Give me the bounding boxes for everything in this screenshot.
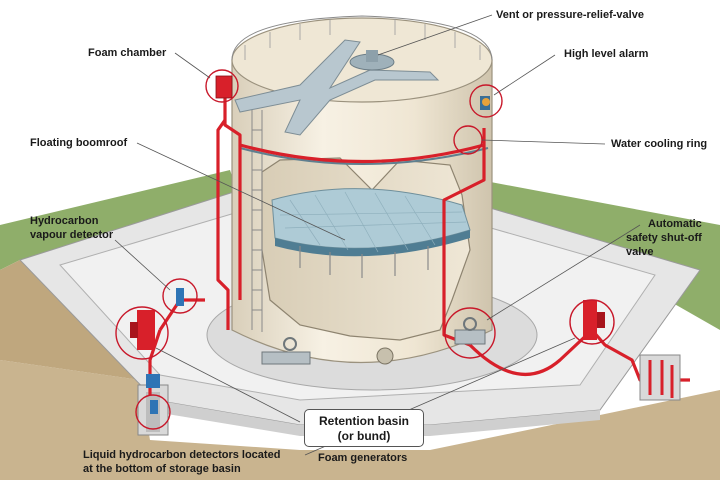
label-retention-line1: Retention basin [318, 414, 409, 428]
label-auto-shutoff-line3: valve [626, 246, 654, 258]
foam-generator-right [583, 300, 605, 340]
liquid-detector-unit [146, 374, 160, 414]
outlet-pipe-left [261, 337, 311, 365]
callout-high-level-alarm [469, 84, 503, 118]
label-auto-shutoff-line2: safety shut-off [626, 232, 702, 244]
cooling-ring-pipe [239, 147, 489, 165]
top-handrail [231, 15, 493, 61]
label-foam-generators: Foam generators [318, 452, 408, 464]
callout-foam-generator-right [569, 299, 615, 345]
roof-walkway [234, 39, 440, 136]
label-vent-valve: Vent or pressure-relief-valve [496, 9, 644, 21]
handrail-posts [244, 19, 481, 60]
callout-liquid-detector [135, 394, 171, 430]
label-high-level-alarm: High level alarm [564, 48, 649, 60]
soil-left [0, 260, 140, 380]
shutoff-valve [454, 317, 486, 345]
callout-foam-generator-left [115, 306, 169, 360]
vent-stack [366, 50, 378, 62]
callout-vapour-detector [162, 278, 198, 314]
label-hc-vapour-detector-line1: Hydrocarbon [30, 215, 99, 227]
foam-chamber-unit [215, 75, 233, 99]
label-foam-chamber: Foam chamber [88, 47, 167, 59]
callout-circles [115, 69, 615, 430]
roof-legs [299, 246, 429, 278]
bund-wall-front [155, 400, 600, 436]
label-retention-line2: (or bund) [337, 429, 391, 443]
high-level-alarm-unit [480, 96, 490, 110]
callout-shutoff-valve [444, 307, 496, 359]
manhole [376, 347, 394, 365]
external-pipework [639, 354, 681, 401]
grass-left [0, 170, 240, 270]
hc-vapour-detector-unit [176, 288, 184, 306]
roof-grid [279, 191, 467, 253]
retention-basin-box: Retention basin (or bund) [304, 409, 424, 447]
foam-generator-left [130, 310, 155, 350]
floating-roof-rim [275, 230, 470, 257]
label-liquid-detectors-line2: at the bottom of storage basin [83, 463, 241, 475]
callout-foam-chamber [205, 69, 239, 103]
label-auto-shutoff-line1: Automatic [648, 218, 702, 230]
label-liquid-detectors-line1: Liquid hydrocarbon detectors located [83, 449, 281, 461]
leader-lines [114, 14, 641, 456]
label-floating-roof: Floating boomroof [30, 137, 128, 149]
label-water-cooling-ring: Water cooling ring [611, 138, 708, 150]
soil-front [0, 360, 720, 480]
label-hc-vapour-detector-line2: vapour detector [30, 229, 114, 241]
